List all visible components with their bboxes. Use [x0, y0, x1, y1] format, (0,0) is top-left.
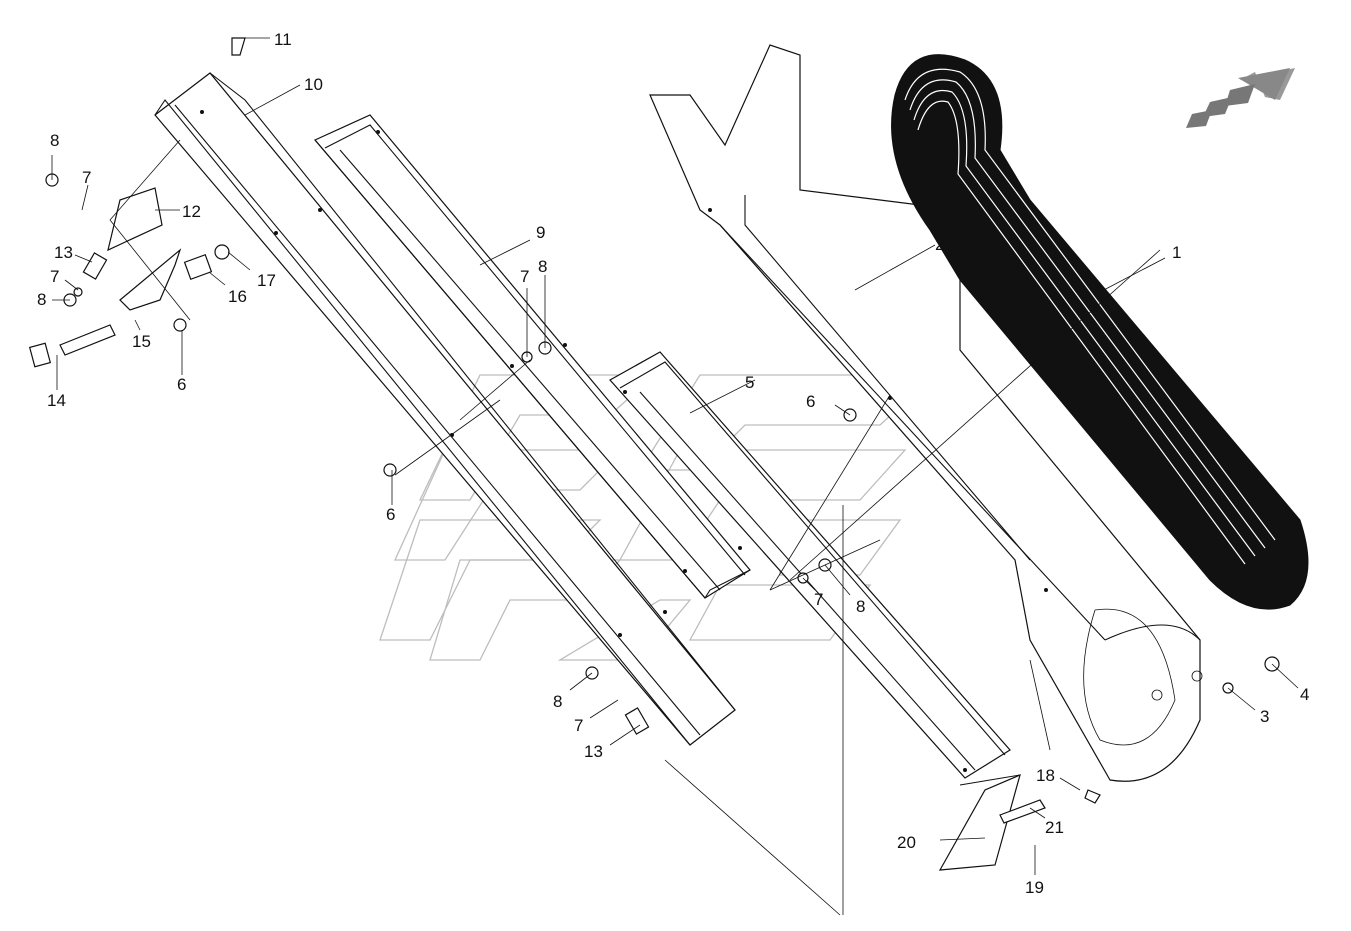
callout-labels: 1 2 3 4 5 6 6 6 7 7 7 7 7 8 8 8 8 8 9 10… [37, 30, 1309, 897]
callout-8-lower: 8 [856, 597, 865, 616]
callout-8-top: 8 [50, 131, 59, 150]
callout-8-mid: 8 [538, 257, 547, 276]
callout-7-mid: 7 [520, 267, 529, 286]
callout-11: 11 [274, 30, 292, 49]
callout-13-bottom: 13 [584, 742, 603, 761]
callout-2: 2 [935, 235, 944, 254]
assembly-lines [109, 139, 1161, 916]
callout-7-bottom: 7 [574, 716, 583, 735]
callout-21: 21 [1045, 818, 1064, 837]
callout-10: 10 [304, 75, 323, 94]
callout-7-left: 7 [50, 267, 59, 286]
plate-part-20 [938, 773, 1021, 871]
callout-6-mid: 6 [386, 505, 395, 524]
plate-part-21 [999, 799, 1046, 824]
callout-12: 12 [182, 202, 201, 221]
callout-14: 14 [47, 391, 66, 410]
drive-belt-part-1 [891, 54, 1309, 610]
callout-19: 19 [1025, 878, 1044, 897]
direction-arrow-icon [1186, 68, 1295, 128]
callout-7-top: 7 [82, 168, 91, 187]
callout-18: 18 [1036, 766, 1055, 785]
callout-9: 9 [536, 223, 545, 242]
belt-guard-part-2 [649, 44, 1203, 782]
angle-rail-part-10 [154, 72, 736, 746]
callout-3: 3 [1260, 707, 1269, 726]
callout-7-lower: 7 [814, 590, 823, 609]
callout-13-left: 13 [54, 243, 73, 262]
callout-8-left: 8 [37, 290, 46, 309]
callout-16: 16 [228, 287, 247, 306]
callout-1: 1 [1172, 243, 1181, 262]
callout-4: 4 [1300, 685, 1309, 704]
leader-lines [51, 37, 1299, 875]
callout-6-left: 6 [177, 375, 186, 394]
hardware-small-parts [28, 37, 1280, 804]
callout-8-bottom: 8 [553, 692, 562, 711]
callout-5: 5 [745, 373, 754, 392]
callout-6-right: 6 [806, 392, 815, 411]
callout-15: 15 [132, 332, 151, 351]
callout-20: 20 [897, 833, 916, 852]
callout-17: 17 [257, 271, 276, 290]
